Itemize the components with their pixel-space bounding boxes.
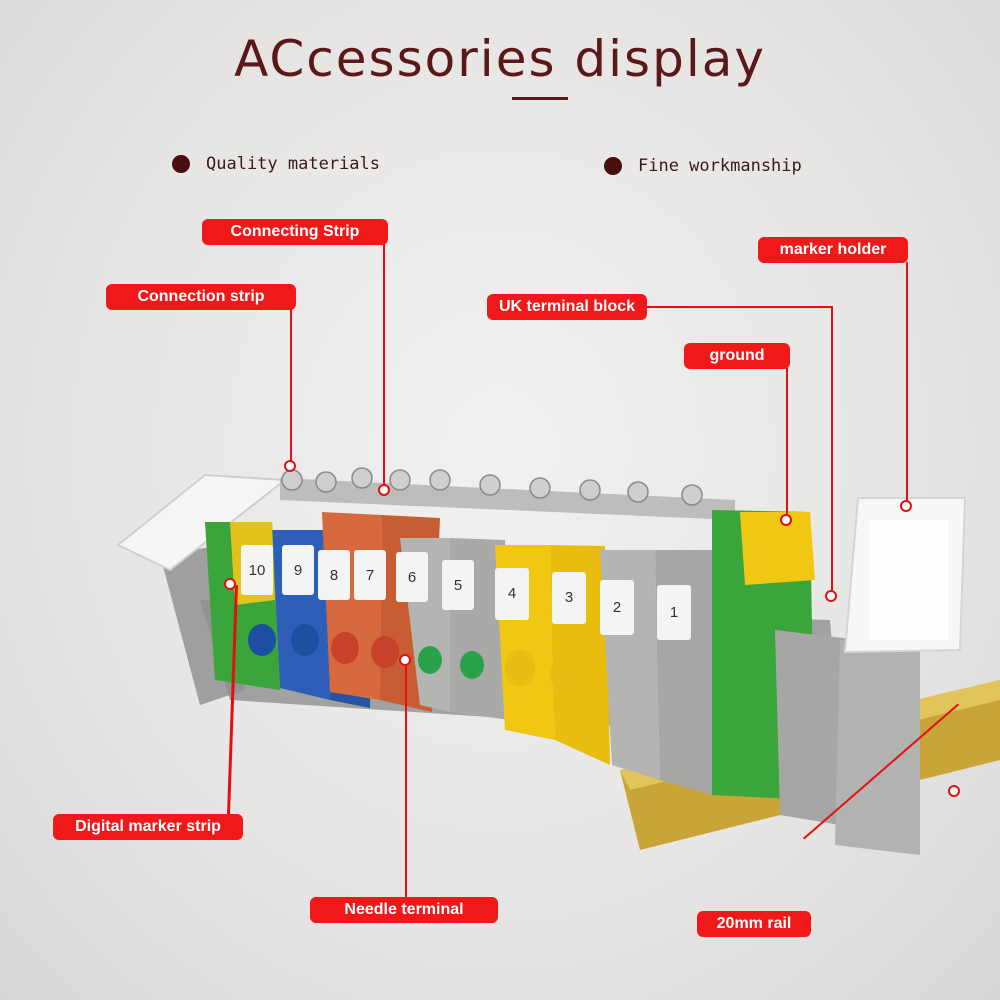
marker-number: 4 [508,585,516,602]
pin-ground [780,514,792,526]
leader-uk-v [831,306,833,596]
pin-needle-terminal [399,654,411,666]
leader-marker-holder [906,262,908,506]
title-underline [512,97,568,100]
marker-tag-10 [241,545,273,595]
label-ground: ground [684,343,790,369]
pin-marker-holder [900,500,912,512]
marker-tag-4 [495,568,529,620]
marker-number: 5 [454,577,462,594]
bullet-workmanship: Fine workmanship [604,156,802,176]
pin-uk-terminal-block [825,590,837,602]
label-digital-marker-strip: Digital marker strip [53,814,243,840]
marker-tag-7 [354,550,386,600]
marker-strip: 10 9 8 7 6 5 4 3 2 1 [241,545,691,640]
marker-number: 1 [670,604,678,621]
pin-connecting-strip [378,484,390,496]
bullet-quality-text: Quality materials [206,154,380,174]
label-connection-strip: Connection strip [106,284,296,310]
leader-uk-h [646,306,832,308]
page-title: ACcessories display [234,30,766,88]
pin-connection-strip [284,460,296,472]
bullet-dot-icon [604,157,622,175]
marker-tag-8 [318,550,350,600]
marker-tag-3 [552,572,586,624]
bullet-dot-icon [172,155,190,173]
label-marker-holder: marker holder [758,237,908,263]
leader-connection-strip [290,308,292,466]
marker-number: 6 [408,569,416,586]
pin-digital-marker [224,578,236,590]
label-20mm-rail: 20mm rail [697,911,811,937]
label-uk-terminal-block: UK terminal block [487,294,647,320]
block-orange-1 [322,512,382,700]
leader-needle-terminal [405,660,407,898]
pin-20mm-rail [948,785,960,797]
marker-tag-6 [396,552,428,602]
marker-number: 10 [249,562,266,579]
marker-tag-5 [442,560,474,610]
marker-number: 3 [565,589,573,606]
marker-tag-9 [282,545,314,595]
needle-terminals [248,624,580,693]
leader-connecting-strip [383,242,385,488]
marker-number: 9 [294,562,302,579]
marker-number: 7 [366,567,374,584]
leader-ground [786,368,788,520]
label-connecting-strip: Connecting Strip [202,219,388,245]
marker-tag-1 [657,585,691,640]
marker-tag-2 [600,580,634,635]
label-needle-terminal: Needle terminal [310,897,498,923]
marker-number: 2 [613,599,621,616]
bullet-quality: Quality materials [172,154,380,174]
marker-number: 8 [330,567,338,584]
screws [281,467,703,506]
bullet-workmanship-text: Fine workmanship [638,156,802,176]
